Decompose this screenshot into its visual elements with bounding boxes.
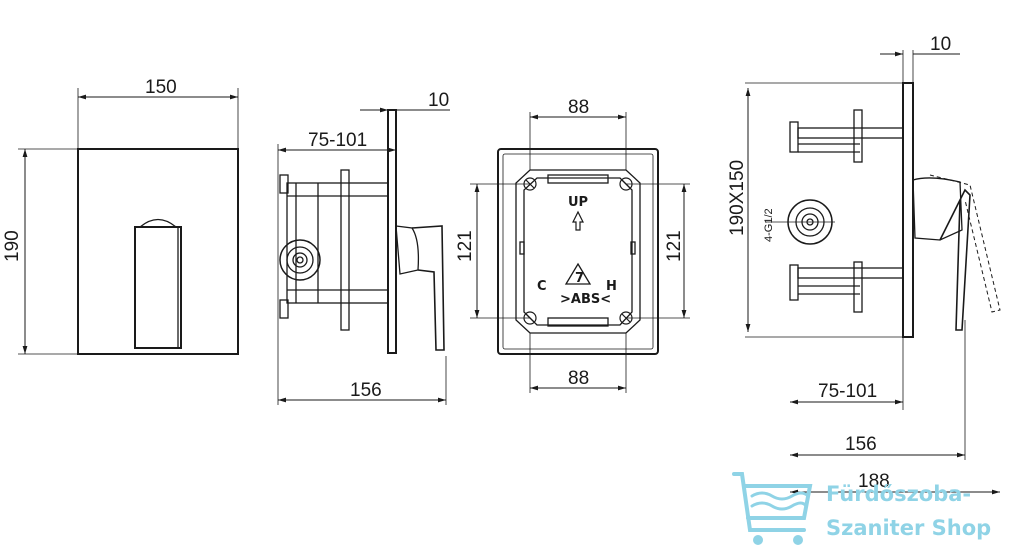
side-view (277, 107, 450, 405)
box-left-label: 121 (455, 230, 476, 262)
side-plate-label: 10 (428, 90, 449, 111)
watermark-logo-icon (732, 472, 813, 545)
front-view (18, 88, 239, 355)
side-depth-label: 75-101 (308, 130, 367, 151)
section-overall-label: 188 (858, 471, 890, 492)
box-recycle-number: 7 (575, 271, 584, 286)
section-thread-label: 4-G1/2 (763, 208, 775, 242)
box-bottom-label: 88 (568, 368, 589, 389)
box-c-label: C (537, 279, 547, 294)
section-size-label: 190X150 (727, 160, 748, 236)
section-plate-label: 10 (930, 34, 951, 55)
section-depth-label: 75-101 (818, 381, 877, 402)
watermark-line1: Fürdőszoba- (826, 482, 972, 506)
box-view (470, 112, 690, 393)
section-total-label: 156 (845, 434, 877, 455)
box-top-label: 88 (568, 97, 589, 118)
front-height-label: 190 (2, 230, 23, 262)
side-total-label: 156 (350, 380, 382, 401)
box-up-label: UP (568, 195, 588, 210)
box-right-label: 121 (664, 230, 685, 262)
front-width-label: 150 (145, 77, 177, 98)
box-abs-label: >ABS< (560, 292, 611, 307)
watermark-line2: Szaniter Shop (826, 516, 992, 540)
section-view (745, 50, 1001, 495)
box-h-label: H (606, 279, 617, 294)
